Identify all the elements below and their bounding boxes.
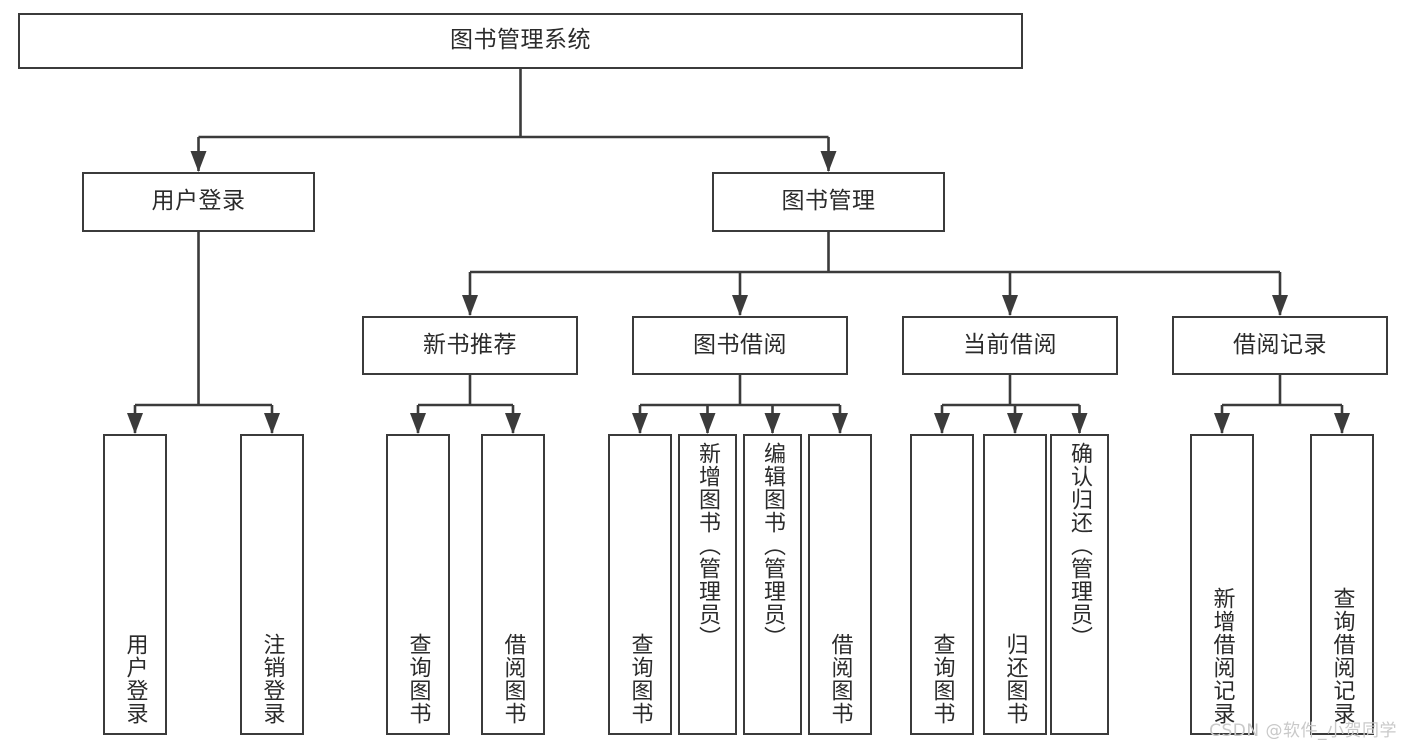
- arrow-leaf-query-record: [1334, 413, 1350, 434]
- node-leaf-query-book-1-label: 查询图书: [405, 633, 431, 725]
- arrow-leaf-add-book: [699, 413, 716, 434]
- node-book-manage-label: 图书管理: [781, 188, 876, 215]
- node-leaf-confirm-return[interactable]: 确认归还（管理员）: [1050, 434, 1109, 735]
- node-leaf-query-book-2[interactable]: 查询图书: [608, 434, 672, 735]
- node-leaf-query-record-label: 查询借阅记录: [1329, 587, 1355, 725]
- node-leaf-return-book[interactable]: 归还图书: [983, 434, 1047, 735]
- node-current-borrow[interactable]: 当前借阅: [902, 316, 1118, 375]
- node-root[interactable]: 图书管理系统: [18, 13, 1023, 69]
- arrow-current-borrow: [1002, 295, 1018, 316]
- arrow-leaf-user-logout: [264, 413, 280, 434]
- node-root-label: 图书管理系统: [450, 27, 591, 54]
- node-leaf-borrow-book-1[interactable]: 借阅图书: [481, 434, 545, 735]
- node-new-book-recommend[interactable]: 新书推荐: [362, 316, 578, 375]
- node-current-borrow-label: 当前借阅: [963, 331, 1057, 358]
- node-leaf-edit-book[interactable]: 编辑图书（管理员）: [743, 434, 802, 735]
- node-borrow-record[interactable]: 借阅记录: [1172, 316, 1388, 375]
- arrow-leaf-borrow-book-1: [505, 413, 521, 434]
- node-leaf-add-book-label: 新增图书（管理员）: [695, 442, 721, 649]
- node-book-borrow-label: 图书借阅: [693, 331, 787, 358]
- node-user-login-label: 用户登录: [151, 188, 246, 215]
- node-leaf-edit-book-label: 编辑图书（管理员）: [760, 442, 786, 649]
- node-book-manage[interactable]: 图书管理: [712, 172, 945, 232]
- node-leaf-borrow-book-2[interactable]: 借阅图书: [808, 434, 872, 735]
- arrow-borrow-record: [1272, 295, 1288, 316]
- node-leaf-query-book-3[interactable]: 查询图书: [910, 434, 974, 735]
- node-leaf-user-login[interactable]: 用户登录: [103, 434, 167, 735]
- arrow-user-login: [190, 151, 207, 172]
- arrow-new-book-recommend: [462, 295, 478, 316]
- node-leaf-user-logout[interactable]: 注销登录: [240, 434, 304, 735]
- arrow-book-borrow: [732, 295, 748, 316]
- node-leaf-query-record[interactable]: 查询借阅记录: [1310, 434, 1374, 735]
- node-leaf-user-logout-label: 注销登录: [259, 633, 285, 725]
- watermark-text: CSDN @软件_小贺同学: [1209, 721, 1397, 741]
- arrow-leaf-confirm-return: [1071, 413, 1088, 434]
- arrow-leaf-query-book-1: [410, 413, 426, 434]
- node-leaf-query-book-2-label: 查询图书: [627, 633, 653, 725]
- arrow-leaf-add-record: [1214, 413, 1230, 434]
- arrow-book-manage: [820, 151, 837, 172]
- arrow-leaf-edit-book: [764, 413, 781, 434]
- arrow-leaf-user-login: [127, 413, 143, 434]
- arrow-leaf-borrow-book-2: [832, 413, 848, 434]
- node-borrow-record-label: 借阅记录: [1233, 331, 1327, 358]
- node-leaf-query-book-1[interactable]: 查询图书: [386, 434, 450, 735]
- node-leaf-borrow-book-2-label: 借阅图书: [827, 633, 853, 725]
- node-leaf-user-login-label: 用户登录: [122, 633, 148, 725]
- arrow-leaf-query-book-2: [632, 413, 648, 434]
- node-leaf-confirm-return-label: 确认归还（管理员）: [1067, 442, 1093, 649]
- node-leaf-add-book[interactable]: 新增图书（管理员）: [678, 434, 737, 735]
- node-new-book-recommend-label: 新书推荐: [423, 331, 517, 358]
- node-user-login[interactable]: 用户登录: [82, 172, 315, 232]
- node-leaf-query-book-3-label: 查询图书: [929, 633, 955, 725]
- arrow-leaf-query-book-3: [934, 413, 950, 434]
- node-leaf-add-record-label: 新增借阅记录: [1209, 587, 1235, 725]
- arrow-leaf-return-book: [1007, 413, 1023, 434]
- node-leaf-return-book-label: 归还图书: [1002, 633, 1028, 725]
- node-book-borrow[interactable]: 图书借阅: [632, 316, 848, 375]
- node-leaf-borrow-book-1-label: 借阅图书: [500, 633, 526, 725]
- node-leaf-add-record[interactable]: 新增借阅记录: [1190, 434, 1254, 735]
